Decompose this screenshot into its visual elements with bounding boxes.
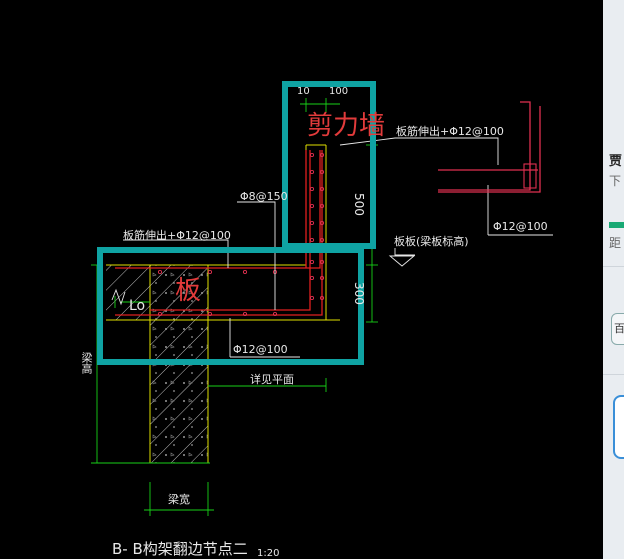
side-divider	[603, 266, 624, 267]
drawing-scale: 1:20	[257, 548, 280, 559]
leader-lines	[123, 137, 553, 358]
dim-top-label: 100	[329, 86, 349, 97]
side-line3: 距	[609, 236, 622, 250]
slab-label: 板	[175, 276, 202, 306]
beam-width-label: 梁宽	[168, 493, 190, 506]
beam-height-label: 梁高	[80, 352, 93, 374]
slab-highlight-box	[97, 247, 364, 365]
side-card[interactable]	[613, 395, 624, 459]
cad-drawing-canvas	[91, 81, 553, 516]
side-name: 贾	[609, 154, 623, 169]
side-badge-text: 百	[614, 322, 624, 335]
wall-height-label: 500	[352, 193, 366, 216]
corner-mark: 10	[297, 86, 310, 97]
side-divider-2	[603, 374, 624, 375]
slab-height-label: 300	[352, 282, 366, 305]
rebar-wall-label: 板筋伸出+Φ12@100	[396, 125, 504, 138]
rebar-bottom-label: Φ12@100	[233, 343, 288, 356]
right-detail	[438, 101, 541, 193]
stirrup-label: Φ8@150	[240, 190, 288, 203]
side-progress-bar	[609, 222, 624, 228]
rebar-slab-label: 板筋伸出+Φ12@100	[123, 229, 231, 242]
shear-wall-highlight-box	[282, 81, 376, 249]
slab-elev-label: 板板(梁板标高)	[394, 235, 469, 248]
side-panel: 贾 下 距 百	[603, 0, 624, 559]
drawing-title: B- B构架翻边节点二	[112, 540, 248, 558]
see-plan-label: 详见平面	[250, 373, 294, 386]
side-line2: 下	[609, 174, 622, 188]
rebar-right-label: Φ12@100	[493, 220, 548, 233]
shear-wall-label: 剪力墙	[307, 111, 386, 141]
elevation-marker	[388, 255, 416, 267]
lo-label: Lo	[129, 298, 146, 314]
side-badge[interactable]: 百	[611, 313, 624, 345]
rebar-dots	[157, 152, 325, 317]
break-symbol	[111, 288, 126, 306]
